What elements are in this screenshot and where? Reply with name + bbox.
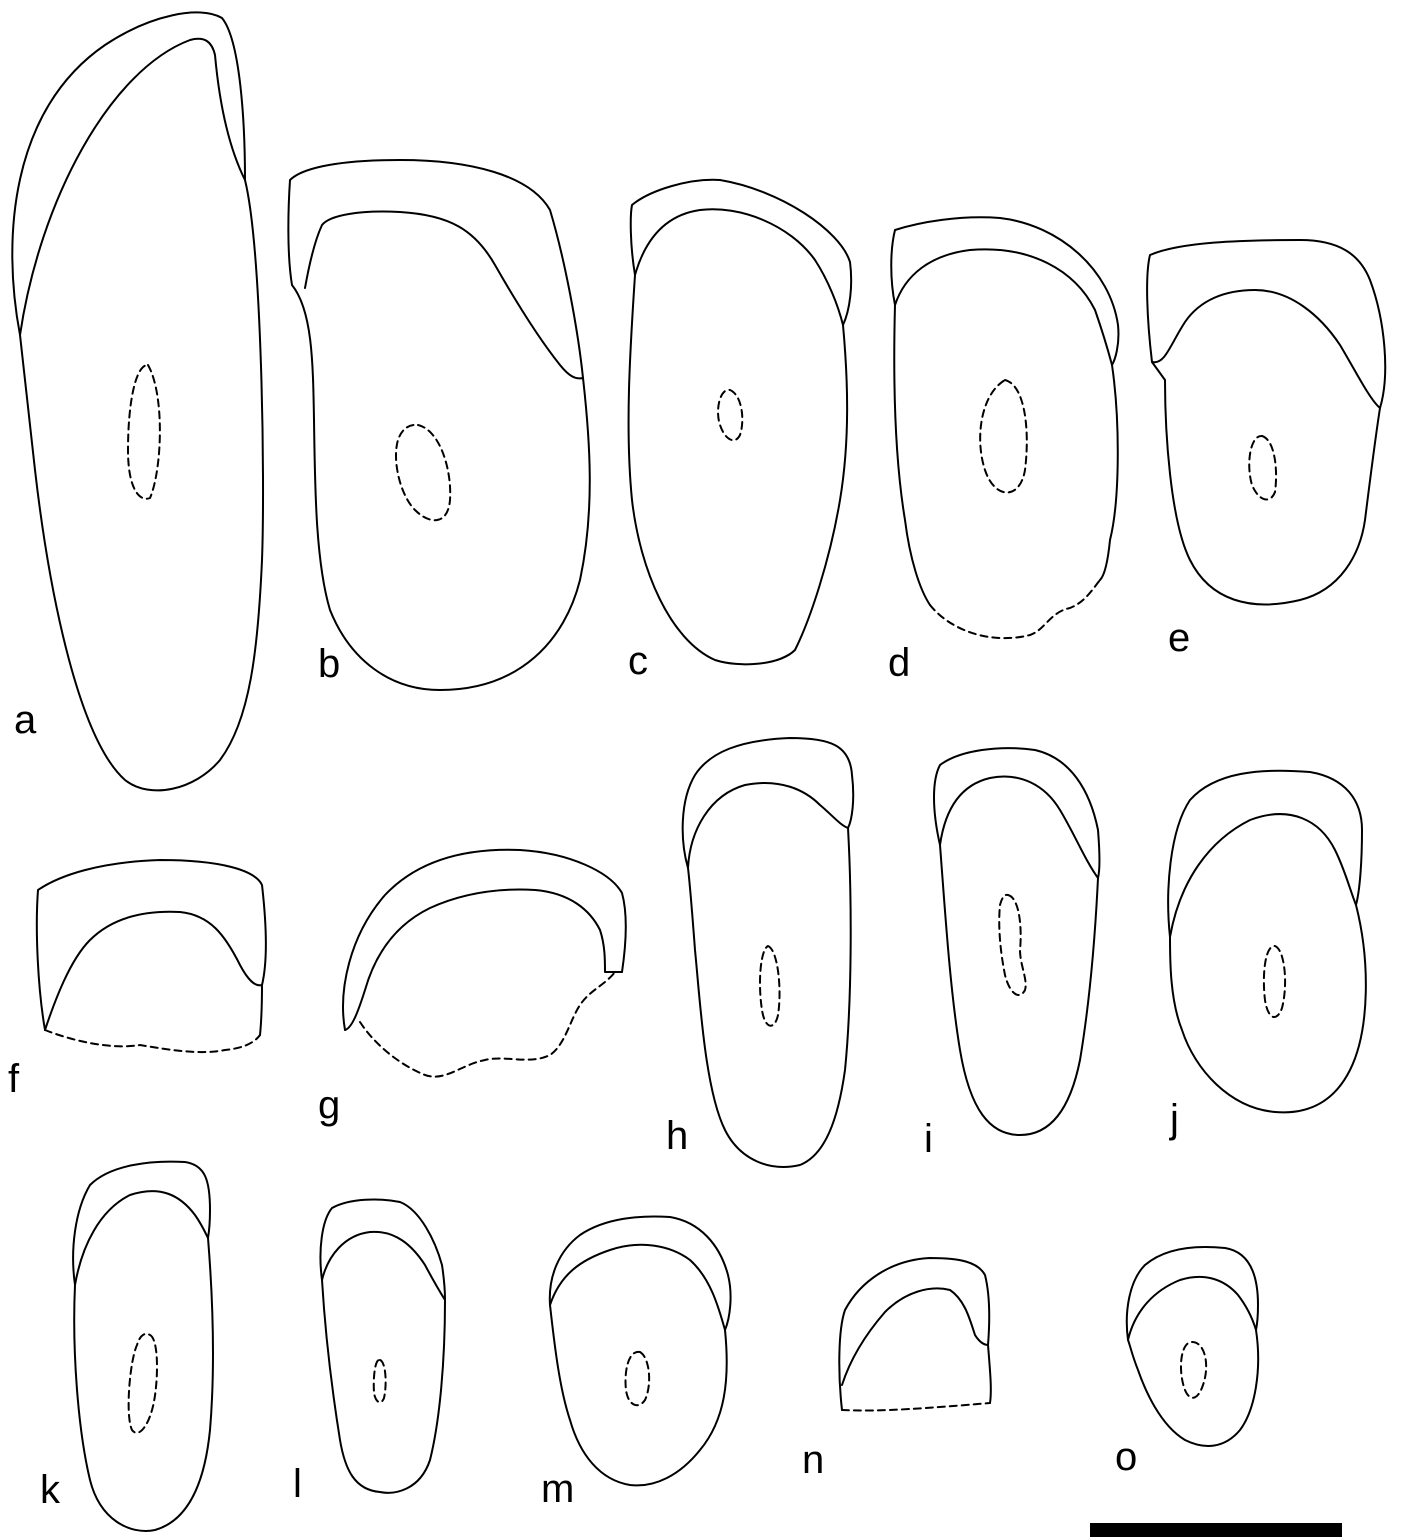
specimen-j: j (1168, 771, 1366, 1141)
label-g: g (318, 1083, 340, 1127)
specimen-o: o (1115, 1247, 1258, 1479)
label-e: e (1168, 616, 1190, 660)
label-n: n (802, 1438, 824, 1482)
label-j: j (1169, 1097, 1179, 1141)
specimen-c: c (628, 180, 851, 683)
specimen-b: b (288, 160, 589, 690)
specimen-n: n (802, 1258, 991, 1482)
label-f: f (8, 1057, 20, 1101)
specimen-g: g (318, 850, 626, 1127)
specimen-d: d (888, 217, 1118, 685)
specimen-m: m (541, 1216, 731, 1511)
specimen-e: e (1147, 240, 1385, 660)
label-k: k (40, 1468, 61, 1512)
label-o: o (1115, 1435, 1137, 1479)
specimen-k: k (40, 1162, 213, 1531)
label-h: h (666, 1114, 688, 1158)
label-a: a (14, 698, 37, 742)
specimen-l: l (293, 1200, 445, 1506)
label-l: l (293, 1462, 302, 1506)
label-i: i (924, 1117, 933, 1161)
label-c: c (628, 639, 648, 683)
specimen-f: f (8, 860, 266, 1101)
specimen-a: a (12, 12, 263, 790)
specimen-h: h (666, 738, 853, 1167)
scale-bar (1090, 1523, 1342, 1537)
label-b: b (318, 642, 340, 686)
label-m: m (541, 1467, 574, 1511)
label-d: d (888, 641, 910, 685)
specimen-i: i (924, 748, 1100, 1161)
